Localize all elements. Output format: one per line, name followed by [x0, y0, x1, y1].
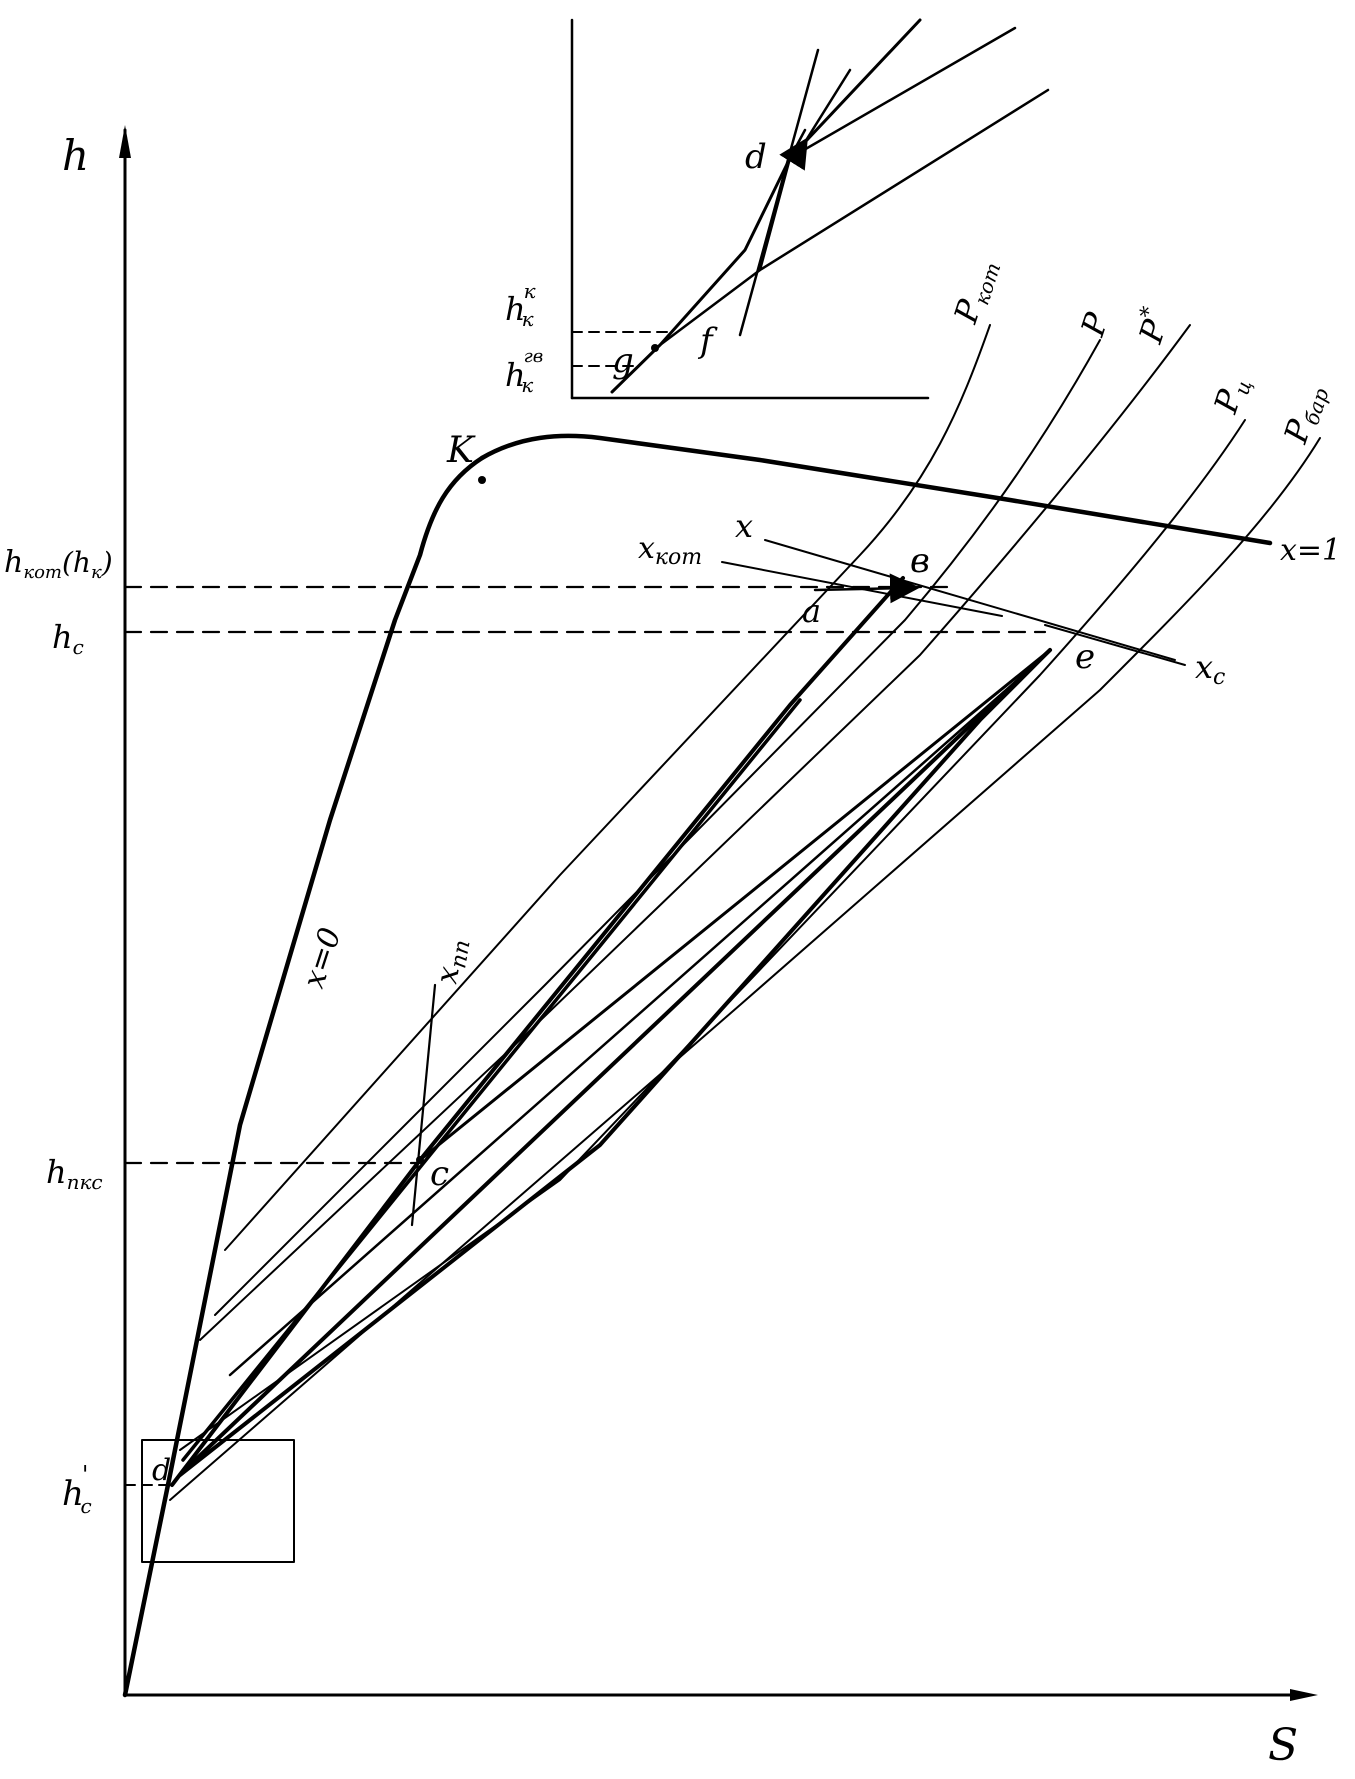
saturation-liquid-label: x=0: [296, 923, 348, 992]
process-lines: [170, 576, 1052, 1487]
isobar-p-c-label: Pц: [1206, 372, 1256, 419]
isobar-p: [214, 339, 1101, 1316]
process-line-1: [170, 576, 905, 1487]
inset-liquid-curve: [610, 156, 792, 394]
saturation-vapor-label: x=1: [1280, 533, 1341, 568]
quality-line-x: [764, 539, 1176, 661]
x-c-label: xc: [1195, 648, 1225, 690]
point-b-label: в: [910, 541, 930, 581]
inset-line-3: [758, 88, 1050, 272]
isobar-p-kot: [224, 324, 991, 1251]
point-a-label: a: [802, 592, 821, 630]
isobar-p-label: P: [1073, 308, 1116, 342]
critical-point-label: K: [446, 430, 476, 471]
x-label: x: [735, 507, 753, 545]
saturation-vapor-curve: [479, 433, 1273, 546]
process-line-6: [228, 658, 1042, 1377]
point-c-label: c: [430, 1154, 449, 1194]
inset-point-marker: [651, 344, 659, 352]
point-d-label: d: [152, 1453, 171, 1488]
inset-point-g-label: g: [612, 341, 634, 381]
isobar-p-bar: [169, 437, 1321, 1501]
inset-point-d-label: d: [745, 137, 767, 177]
quality-line-x-c: [1044, 624, 1186, 666]
point-e-label: e: [1075, 637, 1095, 677]
process-line-2: [181, 698, 802, 1462]
inset-line-4: [738, 48, 820, 337]
h-axis-label: h: [62, 131, 89, 180]
critical-point: [478, 476, 486, 484]
inset-line-2: [788, 26, 1017, 160]
h-axis-arrow: [119, 125, 131, 158]
s-axis-label: S: [1268, 1720, 1298, 1771]
h-c-prime-label: h'c: [62, 1461, 92, 1518]
isobar-p-star: [199, 324, 1191, 1341]
x-kot-label: xкот: [638, 531, 702, 570]
isobar-lines: [169, 324, 1321, 1501]
inset-arrow: [779, 68, 852, 171]
inset-point-f-label: f: [697, 321, 718, 361]
x-pp-label: xпп: [429, 936, 475, 987]
saturation-liquid-curve: [122, 455, 485, 1698]
zoom-region-box: [141, 1439, 295, 1563]
h-pks-label: hпкс: [46, 1153, 103, 1194]
isobar-p-star-label: P*: [1128, 304, 1177, 349]
process-line-5: [418, 648, 1052, 1162]
inset-line-5: [658, 128, 807, 347]
h-kot-label: hкот(hк): [4, 545, 113, 583]
s-axis-arrow: [1290, 1689, 1318, 1701]
h-c-label: hc: [52, 618, 84, 659]
quality-line-x-pp: [410, 983, 437, 1227]
process-line-4: [188, 648, 1052, 1467]
isobar-p-c: [179, 419, 1246, 1451]
arrow-a-to-b: [813, 573, 920, 604]
isobar-p-kot-label: Pкот: [946, 254, 1005, 329]
inset-line-1: [788, 18, 922, 160]
isobar-p-bar-label: Pбар: [1276, 380, 1333, 449]
